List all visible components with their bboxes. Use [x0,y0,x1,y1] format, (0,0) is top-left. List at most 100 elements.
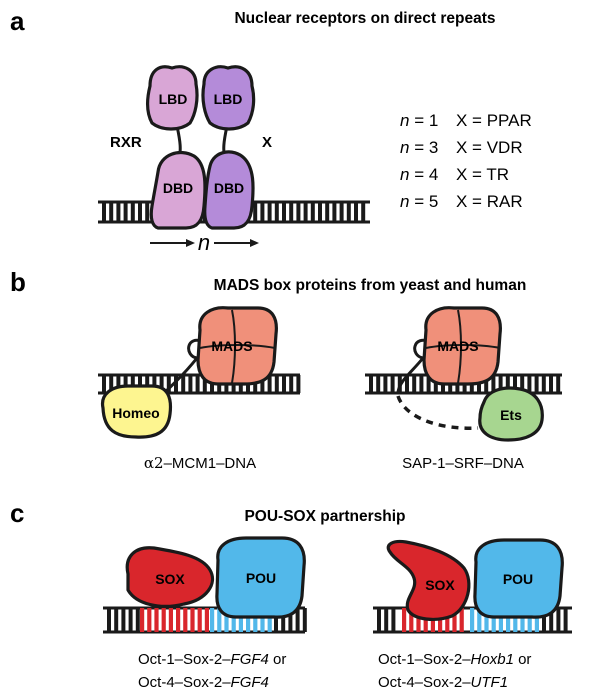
base-pair-tick [102,202,106,222]
base-pair-tick [116,375,121,393]
dna-c-left-base-pairs-sox-site [140,608,209,632]
base-pair-tick [505,375,510,393]
base-pair-tick [190,608,195,632]
base-pair-tick [412,375,417,393]
base-pair-tick [116,202,121,222]
base-pair-tick [484,608,489,632]
base-pair-tick [210,608,215,632]
caption-left-line1: Oct-1–Sox-2–FGF4 or [138,651,286,668]
base-pair-tick [260,375,265,393]
base-pair-tick [217,608,222,632]
dna-c-right-base-pairs-pou-site [470,608,539,632]
spacer-arrow: n [150,230,259,255]
base-pair-tick [426,375,431,393]
caption-right-line2: Oct-4–Sox-2–UTF1 [378,674,508,691]
base-pair-tick [377,608,381,632]
base-pair-tick [238,608,243,632]
base-pair-tick [274,608,278,632]
base-pair-tick [484,375,489,393]
mads-right-label: MADS [437,338,478,354]
base-pair-tick [384,608,389,632]
pou-domain-right [473,538,564,619]
mads-right-divider-h [425,344,501,349]
rxr-lbd-label: LBD [159,91,188,107]
base-pair-tick [107,608,111,632]
base-pair-tick [224,608,229,632]
base-pair-tick [202,375,207,393]
ets-domain [478,386,544,442]
base-pair-tick [274,375,279,393]
dna-c-left-base-pairs-pou-site [210,608,272,632]
base-pair-tick [470,608,475,632]
base-pair-tick [339,202,344,222]
base-pair-tick [549,608,554,632]
x-label: X [262,134,272,151]
base-pair-tick [556,608,561,632]
base-pair-tick [405,375,409,393]
base-pair-tick [416,608,421,632]
base-pair-tick [123,375,128,393]
panel-b-title: MADS box proteins from yeast and human [214,277,527,294]
base-pair-tick [295,608,300,632]
base-pair-tick [563,608,568,632]
base-pair-tick [130,202,135,222]
base-pair-tick [197,608,202,632]
base-pair-tick [390,375,395,393]
panel-b: b MADS box proteins from yeast and human… [10,267,562,472]
rxr-lbd-domain [146,65,199,131]
base-pair-tick [549,375,553,393]
caption-alpha2-mcm1: α2–MCM1–DNA [144,454,256,472]
base-pair-tick [383,375,388,393]
base-pair-tick [161,608,166,632]
x-lbd-label: LBD [214,91,243,107]
base-pair-tick [109,202,114,222]
base-pair-tick [491,375,496,393]
base-pair-tick [527,608,532,632]
base-pair-tick [267,608,272,632]
panel-c-title: POU-SOX partnership [244,508,405,525]
base-pair-tick [452,608,457,632]
base-pair-tick [260,202,265,222]
base-pair-tick [491,608,496,632]
base-pair-tick [332,202,337,222]
pou-left-label: POU [246,570,276,586]
base-pair-tick [231,608,236,632]
base-pair-tick [534,608,539,632]
sox-domain-right [386,539,471,621]
homeo-domain [100,384,173,439]
base-pair-tick [318,202,322,222]
caption-right-line1: Oct-1–Sox-2–Hoxb1 or [378,651,531,668]
sox-domain-left [125,546,215,608]
base-pair-tick [361,202,366,222]
base-pair-tick [168,608,173,632]
base-pair-tick [253,202,258,222]
base-pair-tick [140,608,145,632]
base-pair-tick [391,608,396,632]
x-lbd-domain [201,65,256,131]
base-pair-tick [176,608,181,632]
base-pair-tick [289,375,294,393]
base-pair-tick [128,608,133,632]
base-pair-tick [123,202,128,222]
base-pair-tick [506,608,511,632]
rxr-dbd-label: DBD [163,180,193,196]
dna-c-left-base-pairs-plain [107,608,140,632]
dna-c-right-base-pairs-plain-2 [542,608,568,632]
mads-left-divider-h [199,344,276,349]
base-pair-tick [154,608,159,632]
base-pair-tick [246,608,251,632]
base-pair-tick [274,202,279,222]
sox-left-label: SOX [155,571,185,587]
base-pair-tick [267,375,272,393]
base-pair-tick [542,608,546,632]
base-pair-tick [296,375,301,393]
spacer-arrow-right-head [250,239,259,247]
panel-b-letter: b [10,267,26,297]
base-pair-tick [527,375,532,393]
base-pair-tick [267,202,272,222]
pou-right-label: POU [503,571,533,587]
panel-c-letter: c [10,498,24,528]
